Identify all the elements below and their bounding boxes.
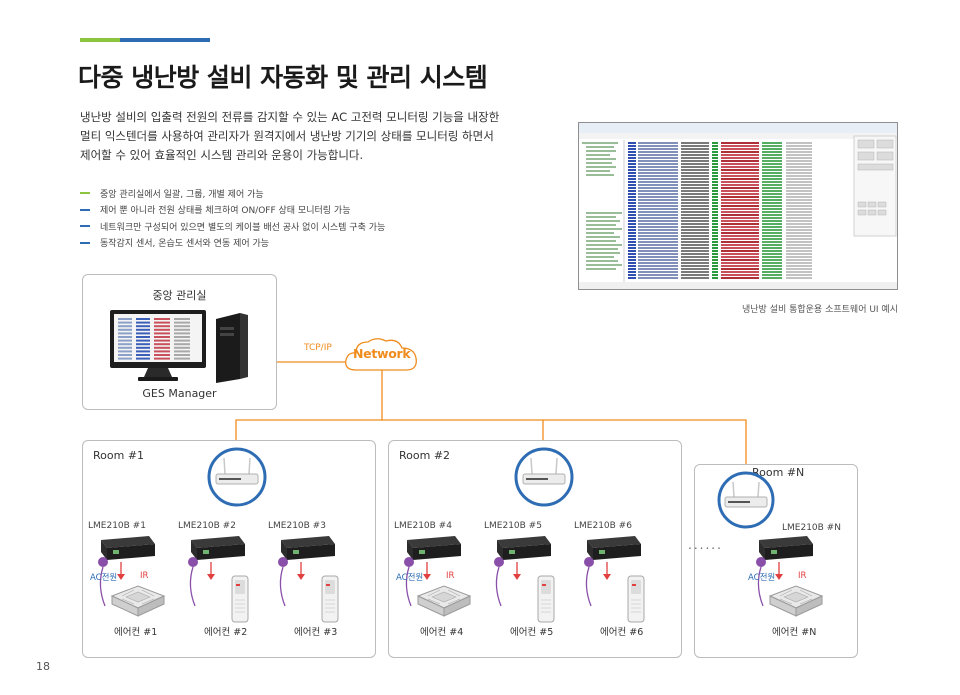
bullet-dash-icon [80,208,90,211]
ac-power-label: AC전원 [90,573,118,583]
aircon-label: 에어컨 #3 [294,627,338,638]
extender-model-label: LME210B #2 [178,521,236,531]
room-label: Room #2 [399,449,451,462]
ceiling-cassette-aircon-icon [416,585,472,617]
feature-text: 동작감지 센서, 온습도 센서와 연동 제어 가능 [100,239,270,250]
feature-text: 중앙 관리실에서 일괄, 그룹, 개별 제어 가능 [100,189,264,200]
intro-line: 제어할 수 있어 효율적인 시스템 관리와 운용이 가능합니다. [80,148,364,162]
computer-icon [110,310,248,383]
standing-aircon-icon [231,575,249,623]
ir-label: IR [798,571,807,581]
page-title: 다중 냉난방 설비 자동화 및 관리 시스템 [78,63,488,92]
ellipsis: ...... [688,538,723,552]
extender-model-label: LME210B #5 [484,521,542,531]
intro-line: 멀티 익스텐더를 사용하여 관리자가 원격지에서 냉난방 기기의 상태를 모니터… [80,129,494,143]
router-icon [717,471,775,529]
software-caption: 냉난방 설비 통합운용 소프트웨어 UI 예시 [741,305,898,315]
bullet-dash-icon [80,192,90,195]
extender-unit-icon [278,536,335,607]
extender-unit-icon [494,536,551,607]
ceiling-cassette-aircon-icon [768,585,824,617]
network-label: Network [353,346,411,361]
router-icon [207,447,267,507]
aircon-label: 에어컨 #6 [600,627,644,638]
bullet-dash-icon [80,241,90,244]
feature-item: 중앙 관리실에서 일괄, 그룹, 개별 제어 가능 [80,185,500,202]
feature-item: 동작감지 센서, 온습도 센서와 연동 제어 가능 [80,235,500,252]
extender-model-label: LME210B #6 [574,521,632,531]
ceiling-cassette-aircon-icon [110,585,166,617]
standing-aircon-icon [537,575,555,623]
extender-model-label: LME210B #3 [268,521,326,531]
aircon-label: 에어컨 #N [772,627,817,638]
extender-unit-icon [404,536,461,607]
feature-item: 네트워크만 구성되어 있으면 별도의 케이블 배선 공사 없이 시스템 구축 가… [80,218,500,235]
bullet-dash-icon [80,225,90,228]
central-room-label: 중앙 관리실 [152,289,207,302]
intro-line: 냉난방 설비의 입출력 전원의 전류를 감지할 수 있는 AC 고전력 모니터링… [80,110,500,124]
standing-aircon-icon [321,575,339,623]
aircon-label: 에어컨 #1 [114,627,158,638]
page-number: 18 [36,660,50,673]
aircon-label: 에어컨 #2 [204,627,248,638]
feature-list: 중앙 관리실에서 일괄, 그룹, 개별 제어 가능 제어 뿐 아니라 전원 상태… [80,185,500,251]
aircon-label: 에어컨 #4 [420,627,464,638]
ac-power-label: AC전원 [748,573,776,583]
central-management-room: 중앙 관리실 GES Manager [82,274,277,410]
ac-power-label: AC전원 [396,573,424,583]
extender-model-label: LME210B #1 [88,521,146,531]
extender-model-label: LME210B #N [782,523,841,533]
feature-item: 제어 뿐 아니라 전원 상태를 체크하여 ON/OFF 상태 모니터링 가능 [80,202,500,219]
router-icon [514,447,574,507]
room-label: Room #N [752,466,805,479]
feature-text: 네트워크만 구성되어 있으면 별도의 케이블 배선 공사 없이 시스템 구축 가… [100,222,386,233]
intro-paragraph: 냉난방 설비의 입출력 전원의 전류를 감지할 수 있는 AC 고전력 모니터링… [80,108,520,165]
extender-unit-icon [98,536,155,607]
protocol-label: TCP/IP [304,343,332,353]
standing-aircon-icon [627,575,645,623]
accent-bar-green [80,38,120,42]
accent-bar-blue [120,38,210,42]
aircon-label: 에어컨 #5 [510,627,554,638]
software-ui-screenshot [578,122,898,290]
extender-unit-icon [188,536,245,607]
feature-text: 제어 뿐 아니라 전원 상태를 체크하여 ON/OFF 상태 모니터링 가능 [100,206,351,217]
network-cloud-icon [345,338,417,371]
ir-label: IR [446,571,455,581]
extender-unit-icon [756,536,813,607]
extender-model-label: LME210B #4 [394,521,452,531]
ges-manager-label: GES Manager [142,387,217,400]
room-label: Room #1 [93,449,145,462]
ir-label: IR [140,571,149,581]
extender-unit-icon [584,536,641,607]
